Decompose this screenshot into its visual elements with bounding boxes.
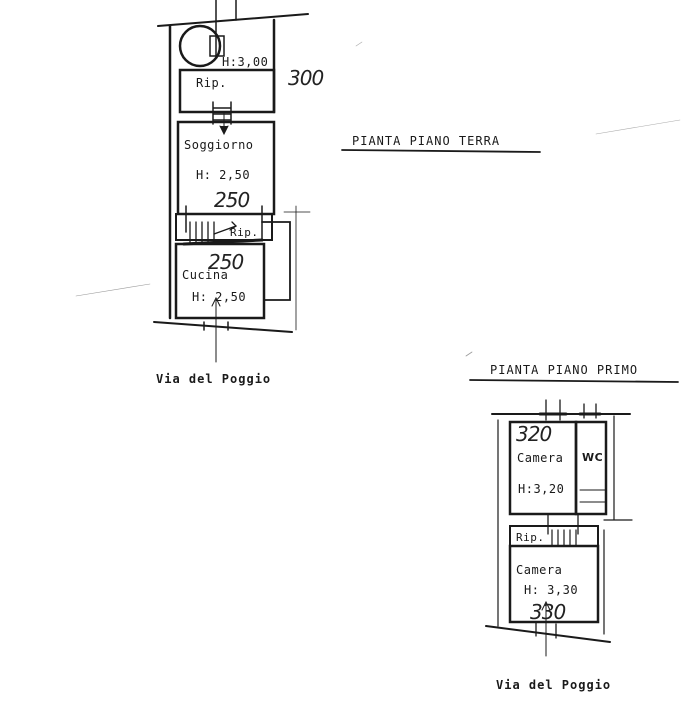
ground-title-underline: [341, 149, 541, 153]
bedroom-top-height: H:3,20: [518, 482, 565, 496]
stairs-area: [175, 213, 273, 241]
room-storage-top: [178, 68, 276, 114]
wc-name: WC: [582, 451, 604, 464]
bedroom-bottom-hand-value: 330: [530, 600, 566, 624]
ground-bottom-boundary: [153, 321, 293, 333]
storage-top-hand-value: 300: [288, 66, 324, 90]
storage-top-height: H:3,00: [222, 55, 269, 69]
tank-circle: [178, 24, 222, 68]
ground-floor-title: PIANTA PIANO TERRA: [352, 134, 501, 148]
living-hand-value: 250: [214, 188, 250, 212]
ground-top-boundary: [157, 13, 309, 27]
living-name: Soggiorno: [184, 138, 254, 152]
bedroom-bottom-height: H: 3,30: [524, 583, 579, 597]
storage-mid-name: Rip.: [230, 226, 259, 239]
ground-street-label: Via del Poggio: [156, 372, 272, 386]
bedroom-top-name: Camera: [517, 451, 564, 465]
first-title-underline: [469, 379, 679, 383]
room-bedroom-bottom: [508, 544, 600, 624]
bedroom-bottom-name: Camera: [516, 563, 563, 577]
kitchen-height: H: 2,50: [192, 290, 247, 304]
first-bottom-boundary: [485, 625, 611, 643]
storage-first-name: Rip.: [516, 531, 545, 544]
side-storage: [261, 221, 291, 301]
first-street-label: Via del Poggio: [496, 678, 612, 692]
living-height: H: 2,50: [196, 168, 251, 182]
first-floor-title: PIANTA PIANO PRIMO: [490, 363, 639, 377]
room-kitchen: [174, 242, 266, 320]
kitchen-name: Cucina: [182, 268, 229, 282]
room-wc: [574, 420, 608, 516]
bedroom-top-hand-value: 320: [516, 422, 552, 446]
storage-top-name: Rip.: [196, 76, 227, 90]
kitchen-hand-value: 250: [208, 250, 244, 274]
